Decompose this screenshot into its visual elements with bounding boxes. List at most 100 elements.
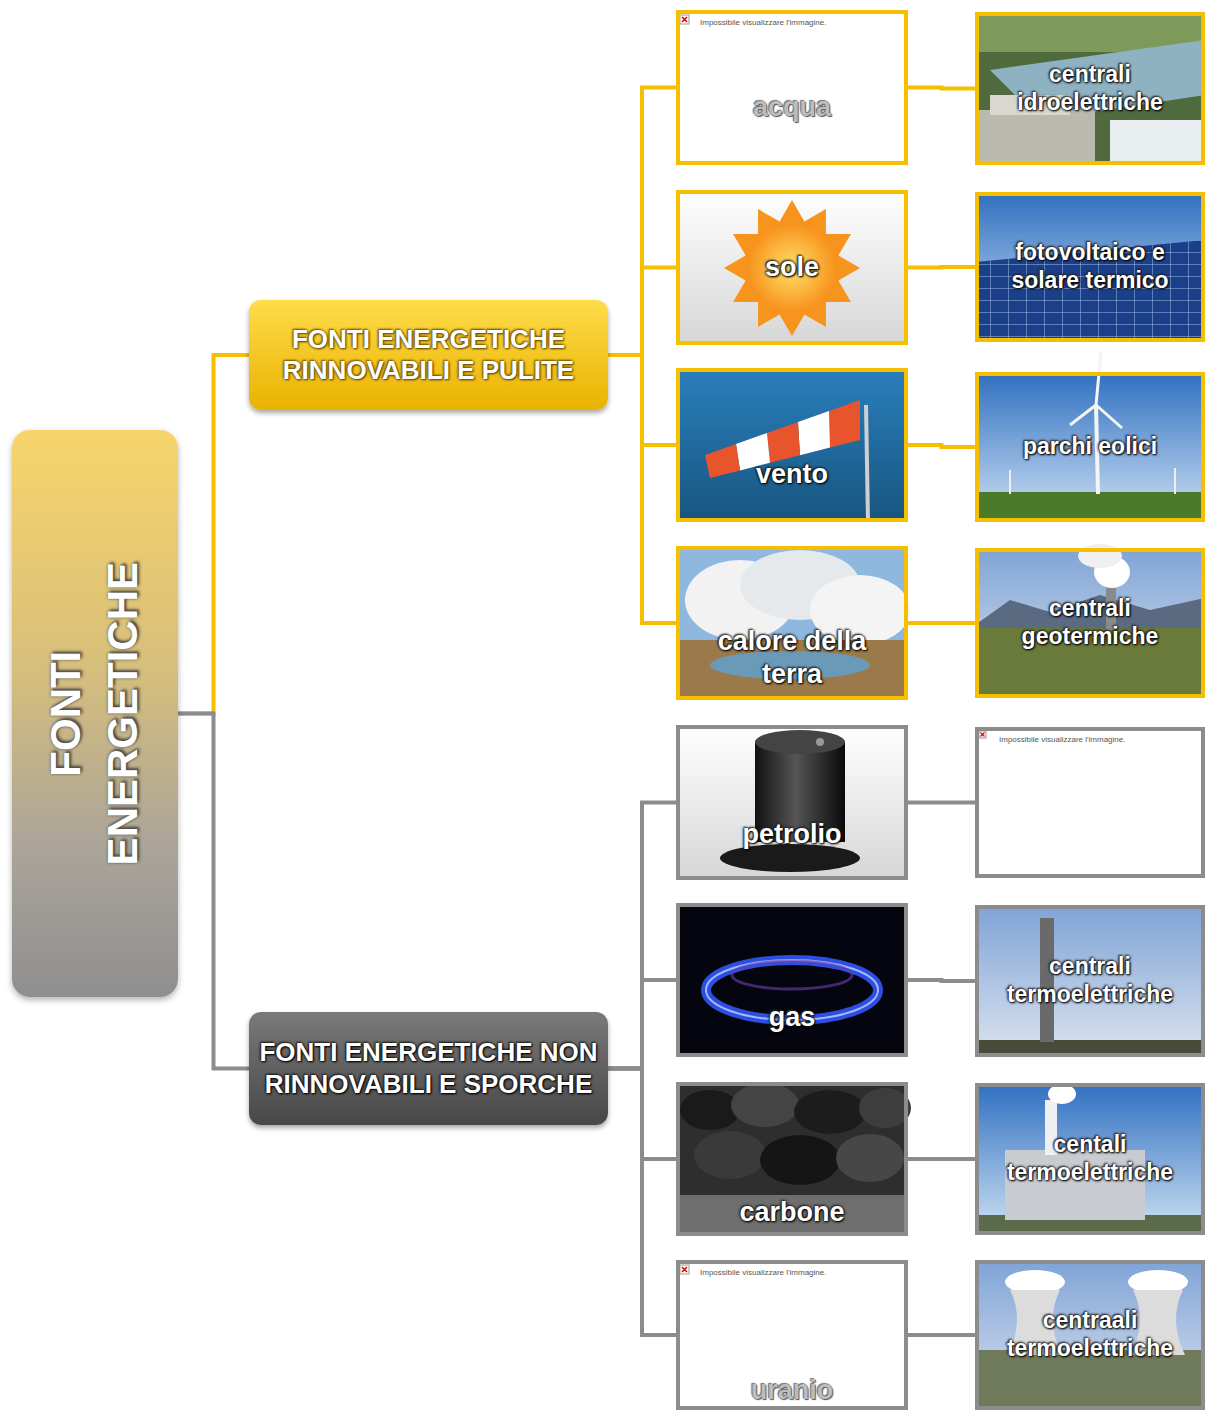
geyser-picture [676,546,910,700]
solar-panel-photo [975,192,1205,342]
node-label: sole [765,251,819,283]
wind-farm-photo-part [1174,468,1176,494]
node-label: centali termoelettriche [985,1131,1195,1186]
wind-farm-photo-part [1096,405,1122,428]
coal-picture-part [760,1135,840,1185]
geothermal-plant-photo-part [975,548,1205,698]
node-label: uranio [751,1374,834,1406]
windsock-picture-part [798,411,830,455]
missing-image-part [975,727,1205,878]
geothermal-plant-photo [975,544,1205,698]
coal-picture-part [731,1083,799,1127]
nuclear-plant-photo-part [975,1260,1205,1410]
plant-box: parchi eolici [975,372,1205,522]
connector [908,980,975,981]
node-label: acqua [753,91,831,123]
plant-box: centraali termoelettriche [975,1260,1205,1410]
source-box: sole [676,190,908,345]
node-label: FONTI ENERGETICHE NON RINNOVABILI E SPOR… [259,1037,598,1099]
nuclear-plant-photo [975,1260,1205,1410]
sun-picture-part [676,190,908,345]
coal-picture-part [794,1090,866,1134]
windsock-picture-part [705,444,740,478]
connector [608,803,676,1069]
node-label: centrali termoelettriche [985,953,1195,1008]
plant-box: centrali idroelettriche [975,12,1205,165]
connector [908,1157,975,1161]
dam-photo [975,12,1205,165]
source-box: calore della terra [676,546,908,700]
node-label: calore della terra [686,625,898,690]
windsock-picture-part [829,400,860,448]
node-label: parchi eolici [1023,433,1157,461]
connector [608,980,676,1069]
source-box: gas [676,903,908,1057]
source-box: petrolio [676,725,908,880]
oil-barrel-picture-part [816,738,824,746]
solar-panel-photo-part [975,240,1205,342]
oil-barrel-picture-part [755,730,845,754]
node-label: gas [769,1001,816,1033]
source-box: vento [676,368,908,522]
windsock-picture-part [676,368,908,522]
oil-barrel-picture-part [676,725,908,880]
plant-box: Impossibile visualizzare l'immagine. [975,727,1205,878]
windsock-picture [676,368,908,522]
node-label: carbone [739,1196,844,1228]
source-box: Impossibile visualizzare l'immagine. acqu… [676,10,908,165]
broken-image-icon-part [682,1267,687,1272]
wind-farm-photo-part [975,372,1205,522]
broken-image-icon-part [680,1265,689,1274]
coal-plant-photo [975,1083,1205,1235]
connector [608,88,676,356]
node-label: centraali termoelettriche [985,1307,1195,1362]
node-label: fotovoltaico e solare termico [985,239,1195,294]
plant-box: centrali termoelettriche [975,905,1205,1057]
coal-picture-part [859,1088,911,1128]
wind-farm-photo-part [1009,470,1011,494]
connector [178,714,249,1069]
plant-box: centali termoelettriche [975,1083,1205,1235]
connector [178,355,249,714]
missing-image [975,727,1205,878]
category-box: FONTI ENERGETICHE RINNOVABILI E PULITE [249,300,608,410]
node-label: centrali geotermiche [985,595,1195,650]
connector [608,1069,676,1336]
gas-flame-picture [676,903,908,1057]
dam-photo-part [975,12,1205,165]
node-label: FONTI ENERGETICHE RINNOVABILI E PULITE [259,324,598,386]
coal-plant-photo-part [1048,1084,1076,1104]
dam-photo-part [975,110,1095,165]
windsock-picture-part [767,422,800,463]
gas-flame-picture-part [732,961,852,989]
node-label: petrolio [743,818,842,850]
wind-farm-photo [975,352,1205,522]
wind-farm-photo-part [975,492,1205,522]
coal-picture-part [680,1090,740,1130]
solar-panel-photo-part [975,192,1205,342]
oil-barrel-picture [676,725,908,880]
thermal-plant-photo-part [975,905,1205,1057]
gas-flame-picture-part [676,903,908,1057]
connector [908,88,975,89]
connector [608,268,676,356]
sun-picture [676,190,908,345]
image-error-text: Impossibile visualizzare l'immagine. [686,19,826,28]
source-box: Impossibile visualizzare l'immagine.uran… [676,1260,908,1410]
coal-picture-part [836,1134,904,1182]
node-label: vento [756,458,828,490]
connector [908,265,975,270]
broken-image-icon-part [979,731,986,738]
windsock-picture-part [866,405,868,522]
connector [908,1333,975,1337]
coal-picture-part [694,1131,766,1179]
coal-picture [676,1082,911,1236]
coal-picture-part [676,1195,908,1236]
connector [908,801,975,805]
sun-picture-part [748,224,836,312]
missing-image-part [676,1260,908,1410]
sun-picture-part [724,200,860,336]
root-box: FONTI ENERGETICHE [12,430,178,997]
